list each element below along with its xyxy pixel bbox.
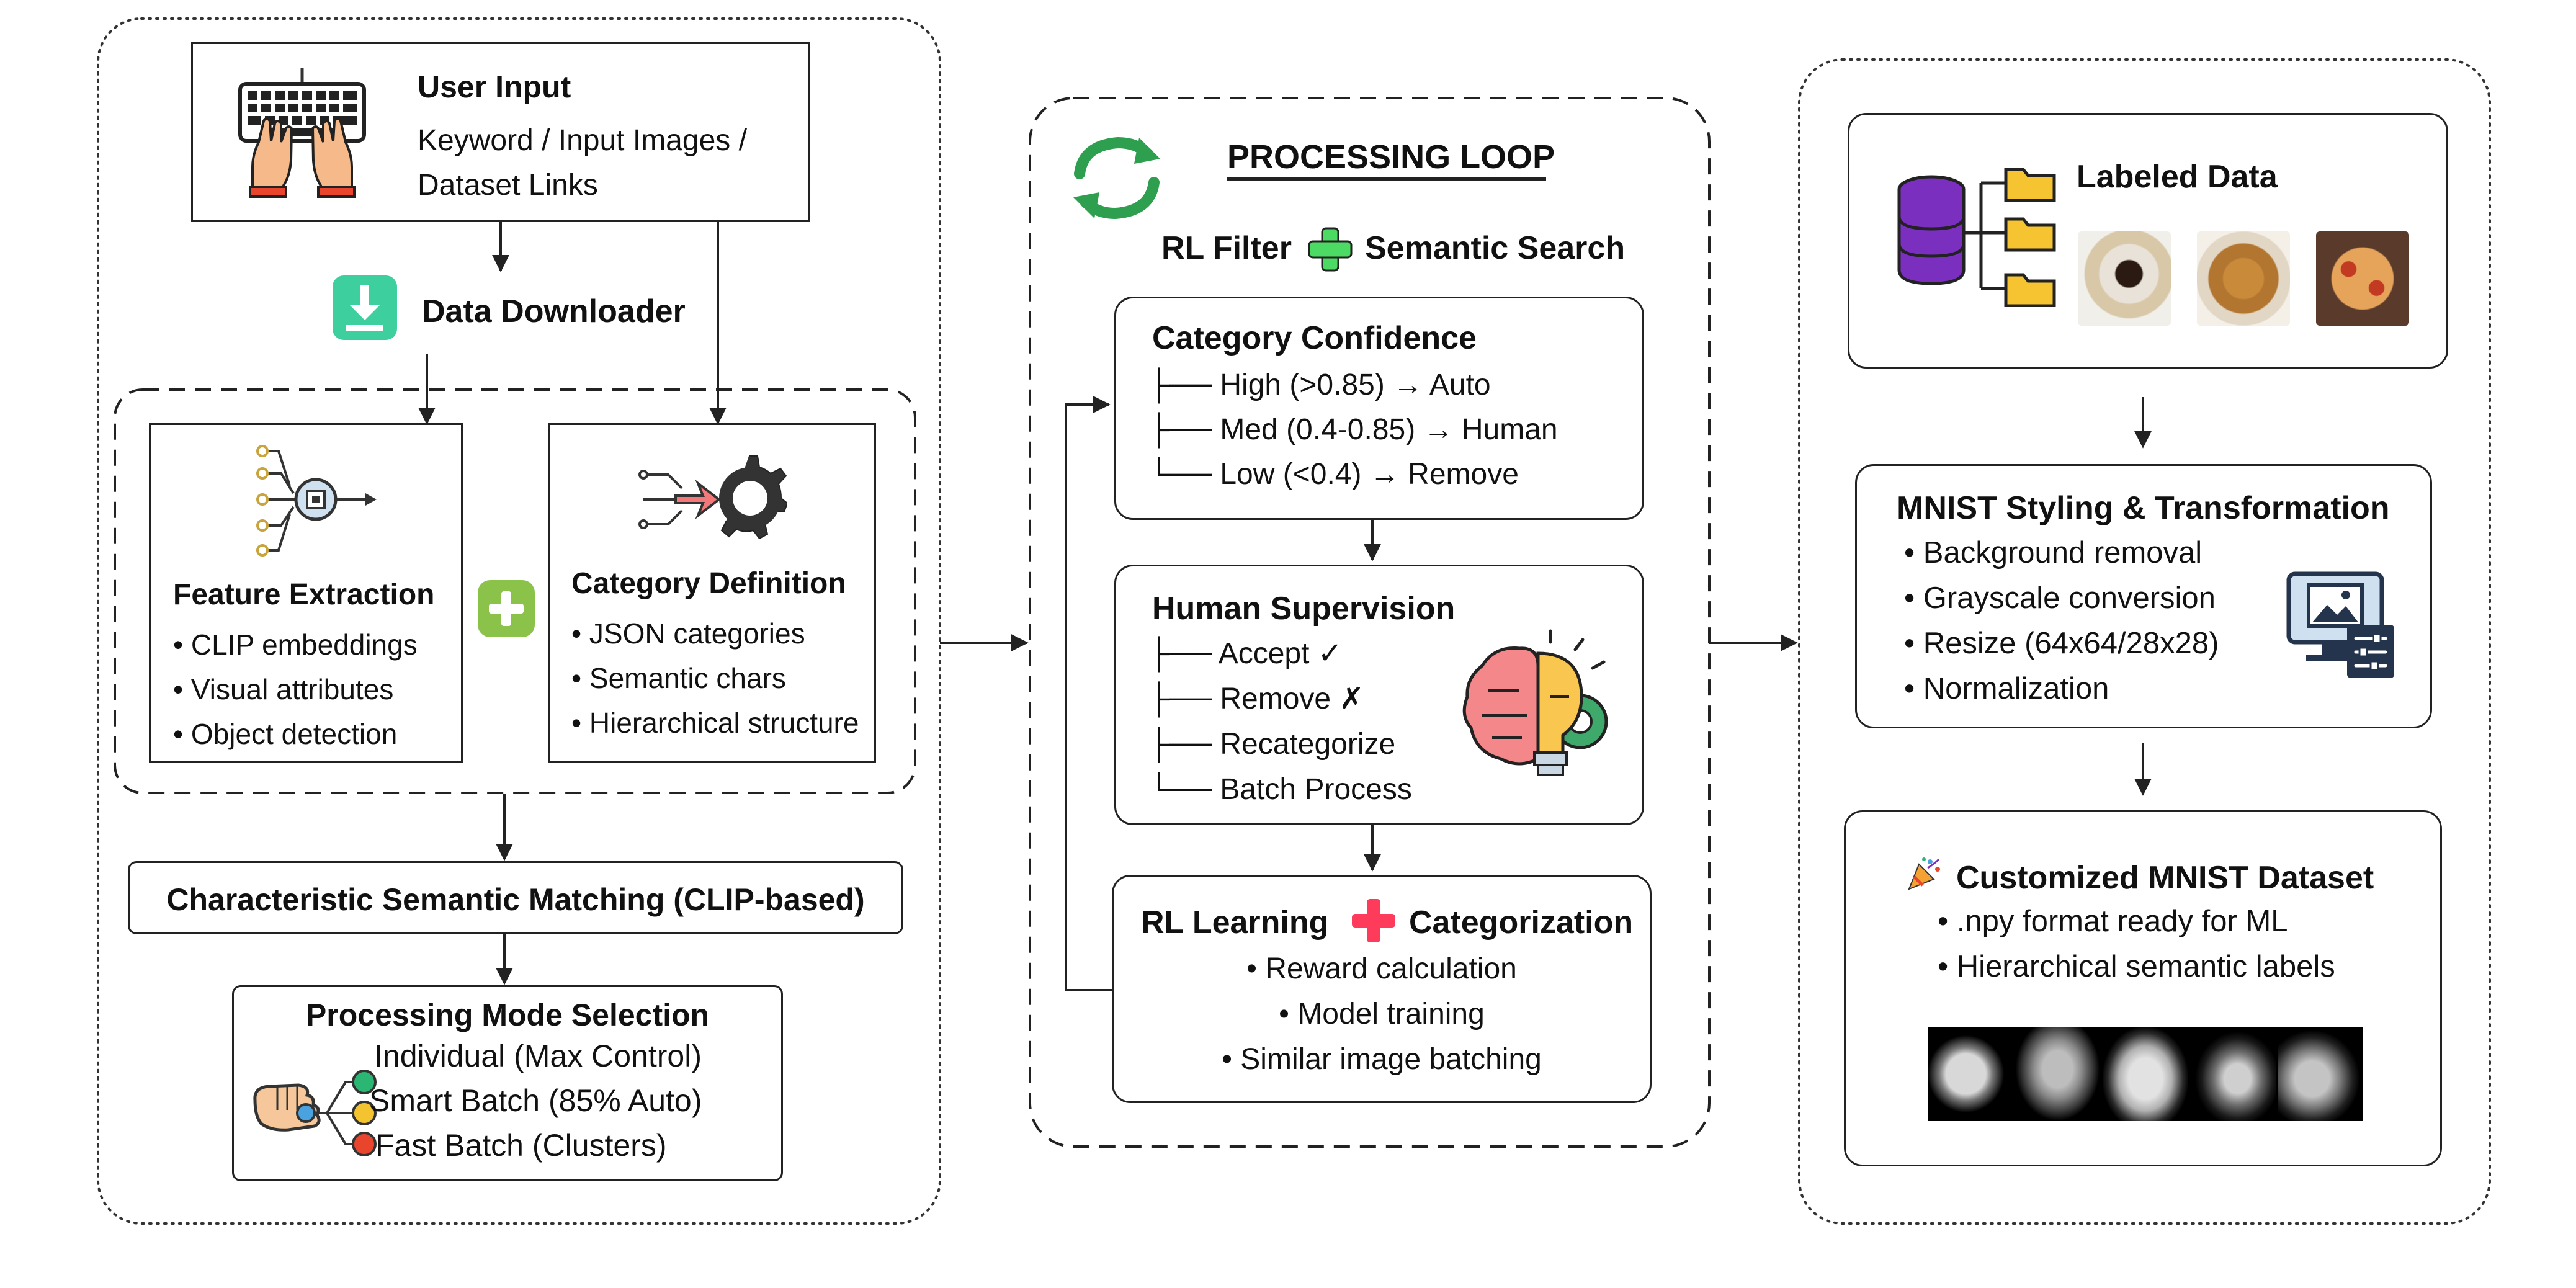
human-supervision-box: Human Supervision ├── Accept ✓ ├── Remov… xyxy=(1114,565,1644,825)
middle-loop-frame xyxy=(1029,97,1711,1148)
keyboard-typing-icon xyxy=(238,68,366,198)
category-definition-title: Category Definition xyxy=(571,567,846,600)
feature-item-clip: • CLIP embeddings xyxy=(173,628,418,661)
category-confidence-box: Category Confidence ├── High (>0.85) → A… xyxy=(1114,297,1644,520)
gear-circuit-icon xyxy=(638,455,787,540)
mode-item-individual: Individual (Max Control) xyxy=(374,1039,702,1073)
gray-sample-1 xyxy=(1928,1027,2013,1121)
mode-selection-box: Processing Mode Selection Individual (Ma… xyxy=(232,985,783,1181)
hand-select-icon xyxy=(253,1070,377,1156)
user-input-box: User Input Keyword / Input Images / Data… xyxy=(191,42,810,222)
mode-selection-title: Processing Mode Selection xyxy=(305,998,710,1032)
rl-learning-title-left: RL Learning xyxy=(1141,905,1329,941)
category-item-hierarchical: • Hierarchical structure xyxy=(571,707,859,739)
rl-item-reward: • Reward calculation xyxy=(1246,952,1517,985)
styling-item-normalization: • Normalization xyxy=(1904,672,2109,705)
category-item-semantic: • Semantic chars xyxy=(571,662,786,694)
feature-extraction-title: Feature Extraction xyxy=(173,578,435,611)
loop-title: PROCESSING LOOP xyxy=(1227,138,1555,176)
custom-item-npy: • .npy format ready for ML xyxy=(1938,905,2288,938)
user-input-title: User Input xyxy=(418,69,571,104)
loop-subtitle-right: Semantic Search xyxy=(1365,230,1626,266)
mnist-styling-title: MNIST Styling & Transformation xyxy=(1897,490,2390,526)
data-downloader-label: Data Downloader xyxy=(422,293,686,329)
sample-image-dumplings xyxy=(2078,231,2171,326)
feature-item-object: • Object detection xyxy=(173,718,398,750)
customized-dataset-box: Customized MNIST Dataset • .npy format r… xyxy=(1844,810,2442,1166)
mode-item-fast-batch: Fast Batch (Clusters) xyxy=(375,1128,667,1163)
confidence-item-high: ├── High (>0.85) → Auto xyxy=(1148,369,1491,401)
grayscale-sample-strip xyxy=(1928,1027,2364,1121)
supervision-item-remove: ├── Remove ✗ xyxy=(1148,682,1364,715)
user-input-line-2: Dataset Links xyxy=(418,169,598,202)
feature-item-visual: • Visual attributes xyxy=(173,673,394,705)
custom-item-labels: • Hierarchical semantic labels xyxy=(1938,950,2335,983)
styling-item-background: • Background removal xyxy=(1904,536,2203,570)
sample-image-pizza xyxy=(2316,231,2409,326)
supervision-item-accept: ├── Accept ✓ xyxy=(1148,637,1343,670)
styling-item-grayscale: • Grayscale conversion xyxy=(1904,581,2216,615)
plus-icon-green xyxy=(1308,227,1353,272)
mode-dot-green xyxy=(352,1070,377,1094)
labeled-data-box: Labeled Data xyxy=(1848,113,2448,369)
refresh-cycle-icon xyxy=(1073,136,1160,220)
semantic-matching-box: Characteristic Semantic Matching (CLIP-b… xyxy=(128,861,903,934)
confidence-item-med: ├── Med (0.4-0.85) → Human xyxy=(1148,413,1558,446)
category-confidence-title: Category Confidence xyxy=(1152,320,1477,356)
database-tree-icon xyxy=(1897,168,2056,307)
confidence-item-low: └── Low (<0.4) → Remove xyxy=(1148,458,1519,491)
feature-extraction-box: Feature Extraction • CLIP embeddings • V… xyxy=(149,423,463,763)
semantic-matching-label: Characteristic Semantic Matching (CLIP-b… xyxy=(166,882,865,917)
party-popper-icon xyxy=(1908,857,1940,890)
extraction-definition-frame xyxy=(114,388,916,794)
gray-sample-3 xyxy=(2103,1027,2188,1121)
rl-learning-box: RL Learning Categorization • Reward calc… xyxy=(1112,875,1652,1103)
chip-network-icon xyxy=(256,445,377,557)
download-icon xyxy=(333,275,397,340)
rl-item-batching: • Similar image batching xyxy=(1222,1043,1542,1076)
supervision-item-recategorize: ├── Recategorize xyxy=(1148,728,1396,761)
plus-icon-olive xyxy=(478,580,535,637)
gray-sample-5 xyxy=(2278,1027,2364,1121)
mode-item-smart-batch: Smart Batch (85% Auto) xyxy=(369,1083,702,1118)
brain-lightbulb-icon xyxy=(1462,629,1608,776)
customized-dataset-title: Customized MNIST Dataset xyxy=(1956,860,2374,896)
loop-subtitle-left: RL Filter xyxy=(1161,230,1292,266)
monitor-settings-icon xyxy=(2286,571,2394,678)
loop-title-underline xyxy=(1227,177,1546,181)
gray-sample-2 xyxy=(2015,1027,2101,1121)
labeled-data-title: Labeled Data xyxy=(2077,159,2278,195)
plus-icon-red xyxy=(1352,899,1395,942)
supervision-item-batch: └── Batch Process xyxy=(1148,773,1412,806)
sample-image-noodles xyxy=(2197,231,2290,326)
category-item-json: • JSON categories xyxy=(571,617,805,650)
gray-sample-4 xyxy=(2190,1027,2276,1121)
styling-item-resize: • Resize (64x64/28x28) xyxy=(1904,627,2219,660)
rl-learning-title-right: Categorization xyxy=(1409,905,1634,941)
user-input-line-1: Keyword / Input Images / xyxy=(418,124,747,157)
human-supervision-title: Human Supervision xyxy=(1152,591,1456,627)
category-definition-box: Category Definition • JSON categories • … xyxy=(548,423,876,763)
mnist-styling-box: MNIST Styling & Transformation • Backgro… xyxy=(1855,464,2432,728)
mode-dot-yellow xyxy=(352,1101,377,1125)
mode-dot-red xyxy=(352,1132,377,1156)
rl-item-training: • Model training xyxy=(1279,998,1485,1031)
arrow-rl-feedback-loop xyxy=(1065,396,1112,991)
